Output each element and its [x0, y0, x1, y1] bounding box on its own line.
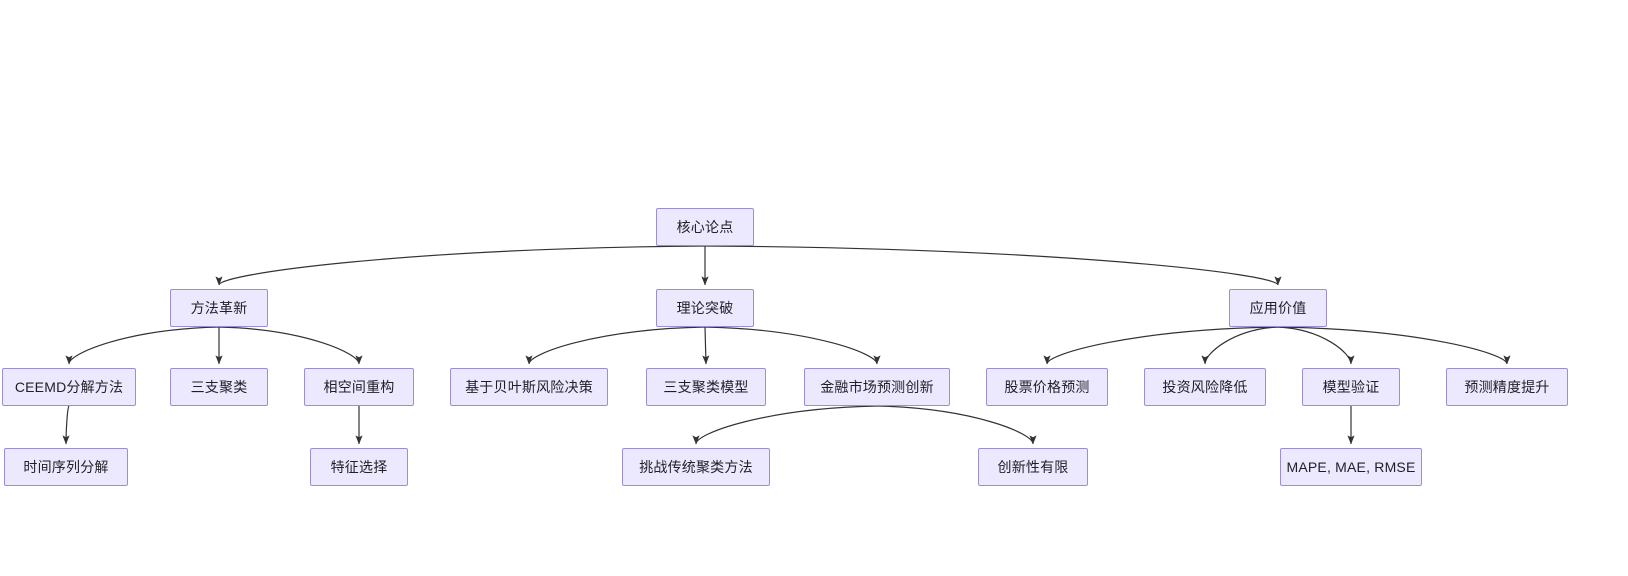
- node-n7[interactable]: 基于贝叶斯风险决策: [450, 368, 608, 406]
- node-n4[interactable]: CEEMD分解方法: [2, 368, 136, 406]
- node-label: 投资风险降低: [1162, 379, 1248, 395]
- node-label: 金融市场预测创新: [820, 379, 934, 395]
- node-label: 时间序列分解: [23, 459, 109, 475]
- edge-n3-to-n10: [1043, 326, 1279, 365]
- edge-n4-to-n14: [62, 405, 70, 445]
- node-label: 方法革新: [190, 300, 248, 316]
- edge-n9-to-n17: [876, 405, 1037, 445]
- edge-n3-to-n11: [1201, 326, 1279, 365]
- node-label: MAPE, MAE, RMSE: [1286, 459, 1416, 475]
- node-n18[interactable]: MAPE, MAE, RMSE: [1280, 448, 1422, 486]
- edge-n2-to-n8: [702, 326, 710, 365]
- edge-n1-to-n6: [218, 326, 363, 365]
- edge-n1-to-n4: [65, 326, 220, 365]
- node-label: 理论突破: [676, 300, 734, 316]
- node-n1[interactable]: 方法革新: [170, 289, 268, 327]
- node-label: 模型验证: [1322, 379, 1380, 395]
- edge-paths: [62, 245, 1511, 445]
- node-n12[interactable]: 模型验证: [1302, 368, 1400, 406]
- edge-n0-to-n1: [215, 245, 706, 286]
- node-label: 三支聚类模型: [663, 379, 749, 395]
- node-n6[interactable]: 相空间重构: [304, 368, 414, 406]
- node-n5[interactable]: 三支聚类: [170, 368, 268, 406]
- node-n2[interactable]: 理论突破: [656, 289, 754, 327]
- node-n15[interactable]: 特征选择: [310, 448, 408, 486]
- node-label: 基于贝叶斯风险决策: [465, 379, 593, 395]
- node-label: 预测精度提升: [1464, 379, 1550, 395]
- edge-n3-to-n13: [1277, 326, 1511, 365]
- node-label: 三支聚类: [190, 379, 248, 395]
- edge-n3-to-n12: [1277, 326, 1355, 365]
- node-n11[interactable]: 投资风险降低: [1144, 368, 1266, 406]
- node-label: 创新性有限: [997, 459, 1069, 475]
- edge-n9-to-n16: [692, 405, 878, 445]
- edge-n2-to-n9: [704, 326, 881, 365]
- node-n10[interactable]: 股票价格预测: [986, 368, 1108, 406]
- node-label: 核心论点: [676, 219, 734, 235]
- node-label: 应用价值: [1249, 300, 1307, 316]
- node-label: 特征选择: [330, 459, 388, 475]
- node-n3[interactable]: 应用价值: [1229, 289, 1327, 327]
- node-label: CEEMD分解方法: [14, 379, 124, 395]
- node-n0[interactable]: 核心论点: [656, 208, 754, 246]
- node-label: 股票价格预测: [1004, 379, 1090, 395]
- node-n13[interactable]: 预测精度提升: [1446, 368, 1568, 406]
- node-n14[interactable]: 时间序列分解: [4, 448, 128, 486]
- node-n17[interactable]: 创新性有限: [978, 448, 1088, 486]
- edge-n0-to-n3: [704, 245, 1282, 286]
- edge-n2-to-n7: [525, 326, 706, 365]
- node-n9[interactable]: 金融市场预测创新: [804, 368, 950, 406]
- node-n16[interactable]: 挑战传统聚类方法: [622, 448, 770, 486]
- node-n8[interactable]: 三支聚类模型: [646, 368, 766, 406]
- node-label: 挑战传统聚类方法: [639, 459, 753, 475]
- node-label: 相空间重构: [323, 379, 395, 395]
